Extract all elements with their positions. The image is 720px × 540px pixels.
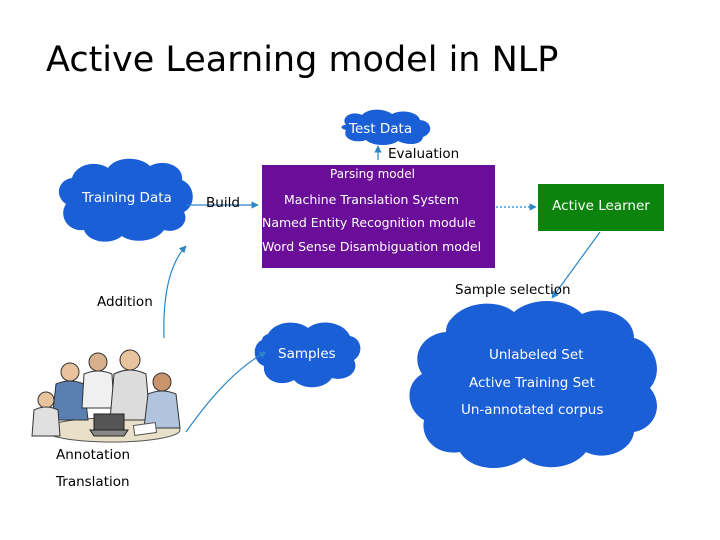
test-data-cloud: [341, 109, 431, 146]
training-data-label: Training Data: [82, 190, 172, 206]
active-learner-box: Active Learner: [538, 184, 664, 231]
unlabeled-set-label: Unlabeled Set: [489, 347, 584, 363]
nlp-models-box: Parsing model Machine Translation System…: [262, 165, 495, 268]
page-title: Active Learning model in NLP: [46, 40, 559, 80]
build-label: Build: [206, 195, 240, 211]
samples-cloud: [254, 322, 361, 388]
annotation-arrow: [185, 351, 267, 433]
active-learner-label: Active Learner: [552, 198, 650, 214]
parsing-model-label: Parsing model: [330, 167, 415, 181]
sample-selection-arrow: [551, 231, 601, 299]
addition-arrow: [163, 245, 187, 339]
unlabeled-cloud: [409, 300, 657, 469]
translation-label: Translation: [56, 474, 130, 490]
test-data-label: Test Data: [349, 121, 413, 137]
active-training-set-label: Active Training Set: [469, 375, 595, 391]
machine-translation-label: Machine Translation System: [284, 192, 459, 207]
named-entity-recognition-label: Named Entity Recognition module: [262, 215, 476, 230]
un-annotated-corpus-label: Un-annotated corpus: [461, 402, 604, 418]
samples-label: Samples: [278, 346, 336, 362]
word-sense-disambiguation-label: Word Sense Disambiguation model: [262, 239, 482, 254]
training-data-cloud: [58, 158, 193, 242]
sample-selection-label: Sample selection: [455, 282, 571, 298]
people-illustration-icon: [31, 349, 181, 443]
addition-label: Addition: [97, 294, 153, 310]
annotation-label: Annotation: [56, 447, 131, 463]
evaluation-label: Evaluation: [388, 146, 460, 162]
